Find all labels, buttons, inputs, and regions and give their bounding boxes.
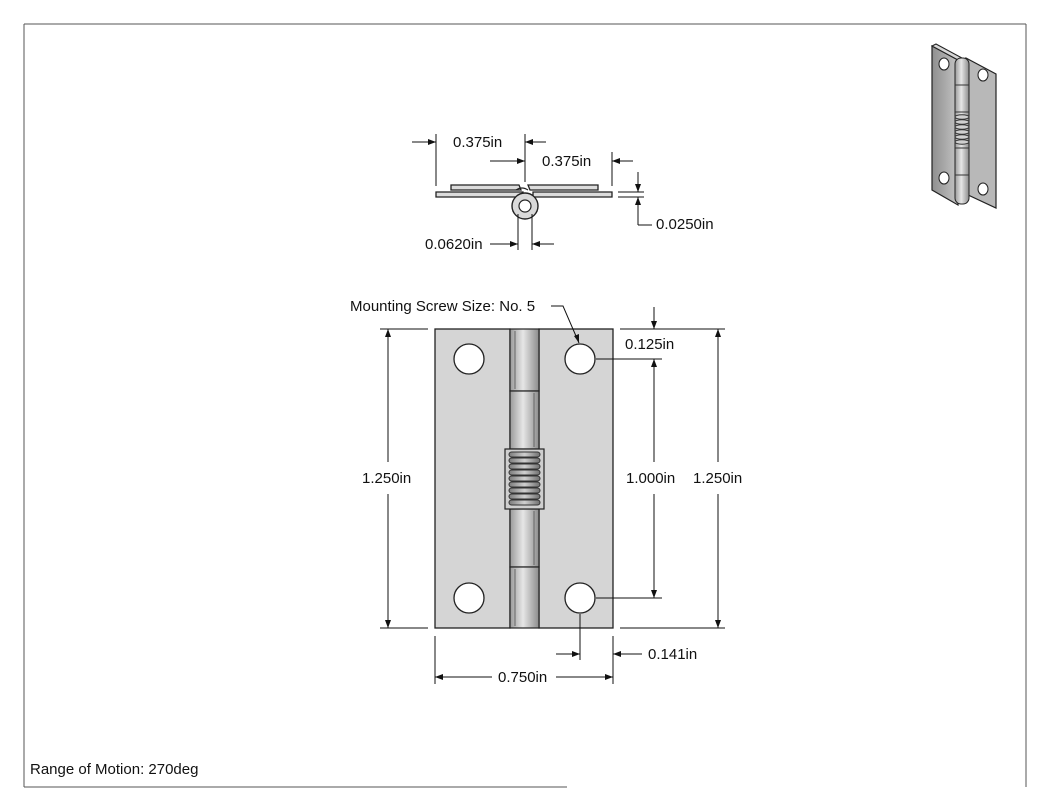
end-view-dimensions bbox=[412, 134, 652, 250]
end-view bbox=[435, 184, 613, 220]
spring-coils bbox=[508, 451, 541, 506]
dim-overall-width: 0.750in bbox=[498, 669, 547, 686]
dim-hole-edge-side: 0.141in bbox=[648, 646, 697, 663]
dim-leaf-left-width: 0.375in bbox=[453, 134, 502, 151]
dim-leaf-right-width: 0.375in bbox=[542, 153, 591, 170]
dim-hole-spacing: 1.000in bbox=[626, 470, 675, 487]
front-view-dimensions bbox=[380, 305, 725, 684]
dim-hole-edge-top: 0.125in bbox=[625, 336, 674, 353]
dim-overall-height-left: 1.250in bbox=[362, 470, 411, 487]
front-view bbox=[434, 328, 614, 629]
mounting-hole bbox=[453, 582, 485, 614]
dim-overall-height-right: 1.250in bbox=[693, 470, 742, 487]
isometric-view bbox=[930, 43, 997, 209]
mounting-hole bbox=[564, 343, 596, 375]
sheet-border bbox=[23, 23, 1027, 788]
mounting-hole bbox=[453, 343, 485, 375]
range-of-motion-note: Range of Motion: 270deg bbox=[30, 761, 199, 778]
callout-mounting-screw: Mounting Screw Size: No. 5 bbox=[350, 298, 535, 315]
mounting-hole bbox=[564, 582, 596, 614]
dim-leaf-thickness: 0.0250in bbox=[656, 216, 714, 233]
dim-pin-diameter: 0.0620in bbox=[425, 236, 483, 253]
